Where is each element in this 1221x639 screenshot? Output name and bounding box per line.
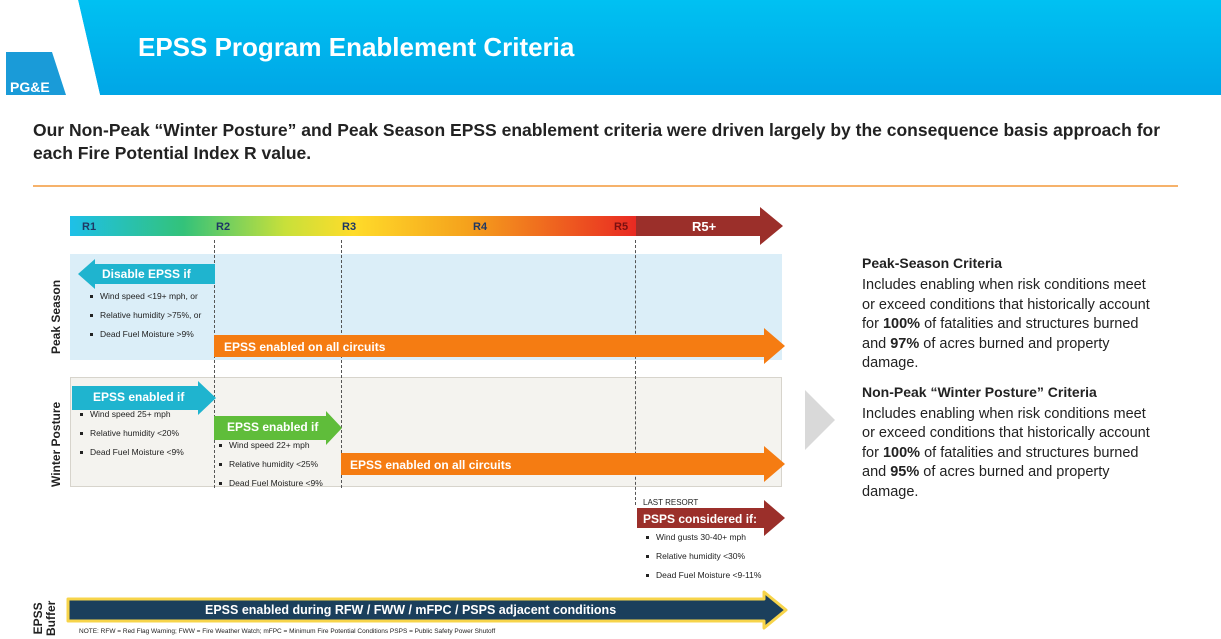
epss-buffer-text: EPSS enabled during RFW / FWW / mFPC / P… <box>205 603 617 617</box>
winter-body-part: of fatalities and structures burned and <box>862 444 1139 481</box>
peak-pct-fatalities: 100% <box>882 316 921 332</box>
disable-epss-title: Disable EPSS if <box>102 267 191 281</box>
winter-enabled-text: EPSS enabled on all circuits <box>350 458 512 472</box>
list-item: Relative humidity >75%, or <box>90 310 215 321</box>
r3-boundary-line <box>341 240 342 488</box>
peak-body-part: of acres burned and property damage. <box>862 335 1110 372</box>
svg-text:PG&E: PG&E <box>10 79 50 95</box>
winter-pct-fatalities: 100% <box>882 444 921 461</box>
list-item: Dead Fuel Moisture <9-11% <box>646 570 786 581</box>
header-banner <box>0 0 1221 95</box>
winter-posture-label: Winter Posture <box>49 401 63 487</box>
r2-boundary-line <box>214 240 215 488</box>
list-item: Dead Fuel Moisture <9% <box>219 478 339 489</box>
winter-criteria-list-2: Wind speed 22+ mph Relative humidity <25… <box>219 440 339 497</box>
pge-logo-icon: PG&E <box>6 52 66 95</box>
winter-criteria-body: Includes enabling when risk conditions m… <box>862 405 1152 503</box>
list-item: Relative humidity <25% <box>219 459 339 470</box>
scale-label-r5-plus: R5+ <box>692 219 717 234</box>
winter-body-part: of acres burned and property damage. <box>862 464 1110 500</box>
page-title: EPSS Program Enablement Criteria <box>138 32 575 62</box>
winter-pct-acres: 95% <box>890 464 920 480</box>
epss-buffer-label: EPSS Buffer <box>31 600 58 636</box>
list-item: Wind speed <19+ mph, or <box>90 291 215 302</box>
last-resort-label: LAST RESORT <box>643 498 699 507</box>
list-item: Relative humidity <30% <box>646 551 786 562</box>
peak-criteria-body: Includes enabling when risk conditions m… <box>862 276 1152 374</box>
psps-criteria-list: Wind gusts 30-40+ mph Relative humidity … <box>646 532 786 589</box>
list-item: Wind speed 22+ mph <box>219 440 339 451</box>
scale-label-r1: R1 <box>82 221 97 233</box>
epss-buffer-arrow <box>66 590 788 630</box>
footnote: NOTE: RFW = Red Flag Warning; FWW = Fire… <box>79 628 496 635</box>
peak-pct-acres: 97% <box>890 335 920 352</box>
winter-criteria-heading: Non-Peak “Winter Posture” Criteria <box>862 383 1097 400</box>
peak-body-part: Includes enabling when risk conditions m… <box>862 277 1150 332</box>
subtitle: Our Non-Peak “Winter Posture” and Peak S… <box>33 120 1161 163</box>
buffer-label-line-2: Buffer <box>44 600 58 636</box>
psps-title: PSPS considered if: <box>643 512 758 526</box>
risk-scale <box>70 207 783 245</box>
winter-criteria-list-1: Wind speed 25+ mph Relative humidity <20… <box>80 409 210 466</box>
peak-body-part: of fatalities and structures burned and <box>862 316 1139 352</box>
peak-season-label: Peak Season <box>49 279 63 354</box>
list-item: Dead Fuel Moisture >9% <box>90 329 215 340</box>
scale-label-r3: R3 <box>342 221 357 233</box>
winter-enabled-arrow <box>341 446 785 482</box>
peak-enabled-text: EPSS enabled on all circuits <box>224 340 386 354</box>
peak-enabled-arrow <box>214 328 785 364</box>
list-item: Relative humidity <20% <box>80 428 210 439</box>
winter-enabled-if-arrow-1 <box>72 381 216 415</box>
buffer-label-line-1: EPSS <box>31 602 45 635</box>
list-item: Dead Fuel Moisture <9% <box>80 447 210 458</box>
header: EPSS Program Enablement Criteria PG&E <box>0 0 1221 95</box>
disable-epss-arrow <box>78 259 215 289</box>
peak-criteria-heading: Peak-Season Criteria <box>862 255 1003 271</box>
winter-body-part: Includes enabling when risk conditions m… <box>862 405 1150 461</box>
list-item: Wind speed 25+ mph <box>80 409 210 420</box>
r5-boundary-line <box>635 240 636 505</box>
psps-arrow <box>637 500 785 536</box>
list-item: Wind gusts 30-40+ mph <box>646 532 786 543</box>
criteria-summary: Peak-Season Criteria Includes enabling w… <box>862 255 1182 502</box>
scale-label-r5: R5 <box>614 221 629 233</box>
chevron-right-icon <box>805 390 835 450</box>
winter-enabled-if-arrow-2 <box>214 411 342 445</box>
disable-criteria-list: Wind speed <19+ mph, or Relative humidit… <box>90 291 215 348</box>
winter-enabled-if-title-1: EPSS enabled if <box>93 390 185 404</box>
winter-enabled-if-title-2: EPSS enabled if <box>227 420 319 434</box>
scale-label-r2: R2 <box>216 221 231 233</box>
scale-label-r4: R4 <box>473 221 488 233</box>
divider <box>33 185 1178 187</box>
